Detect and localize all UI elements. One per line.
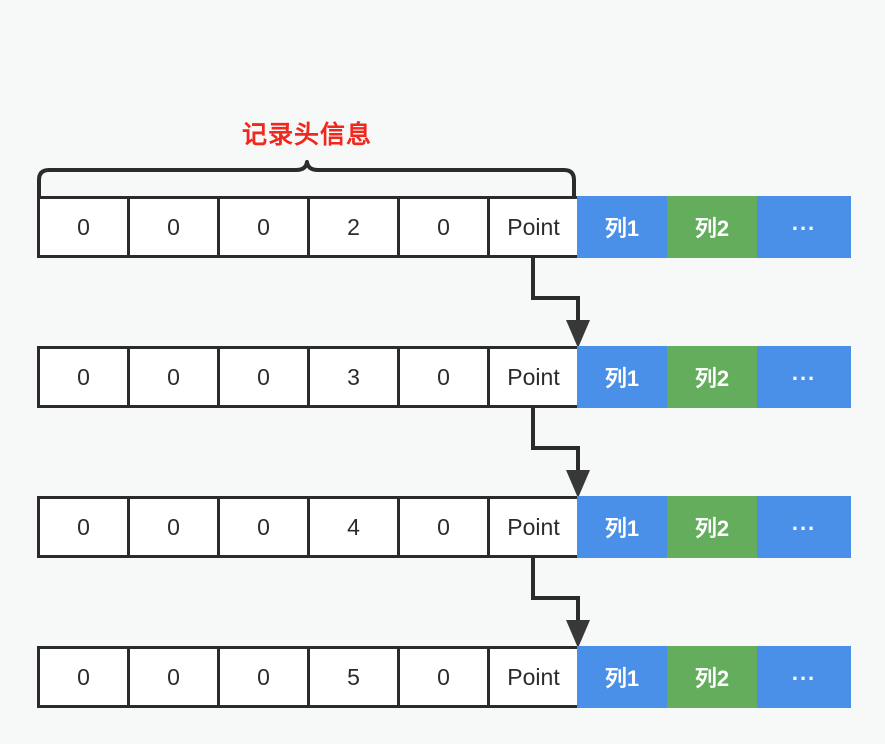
header-cell: 0 bbox=[37, 496, 127, 558]
header-cell-pointer: Point bbox=[487, 496, 577, 558]
column-cell: 列1 bbox=[577, 646, 667, 708]
header-cell-delete-mark: 2 bbox=[307, 196, 397, 258]
table-row: 0 0 0 4 0 Point 列1 列2 ... bbox=[37, 496, 851, 558]
column-cell: 列2 bbox=[667, 496, 757, 558]
pointer-connector-1 bbox=[531, 256, 590, 348]
header-cell-pointer: Point bbox=[487, 646, 577, 708]
header-cell: 0 bbox=[397, 346, 487, 408]
header-cell-delete-mark: 3 bbox=[307, 346, 397, 408]
table-row: 0 0 0 3 0 Point 列1 列2 ... bbox=[37, 346, 851, 408]
header-cell: 0 bbox=[217, 646, 307, 708]
header-cell: 0 bbox=[37, 346, 127, 408]
header-cell: 0 bbox=[217, 196, 307, 258]
column-cell: 列2 bbox=[667, 346, 757, 408]
column-cell: 列2 bbox=[667, 196, 757, 258]
column-cell-ellipsis: ... bbox=[757, 196, 851, 258]
header-cell-pointer: Point bbox=[487, 196, 577, 258]
header-cell-delete-mark: 5 bbox=[307, 646, 397, 708]
pointer-connector-3 bbox=[531, 556, 590, 648]
column-cell: 列1 bbox=[577, 346, 667, 408]
header-cell: 0 bbox=[127, 646, 217, 708]
header-cell: 0 bbox=[127, 346, 217, 408]
header-cell: 0 bbox=[397, 646, 487, 708]
header-cell: 0 bbox=[37, 196, 127, 258]
column-cell-ellipsis: ... bbox=[757, 646, 851, 708]
pointer-connector-2 bbox=[531, 406, 590, 498]
header-cell: 0 bbox=[397, 196, 487, 258]
header-cell: 0 bbox=[127, 196, 217, 258]
column-cell: 列1 bbox=[577, 196, 667, 258]
column-cell-ellipsis: ... bbox=[757, 346, 851, 408]
header-cell: 0 bbox=[397, 496, 487, 558]
header-cell: 0 bbox=[217, 496, 307, 558]
table-row: 0 0 0 5 0 Point 列1 列2 ... bbox=[37, 646, 851, 708]
record-header-label: 记录头信息 bbox=[241, 121, 372, 149]
header-cell: 0 bbox=[217, 346, 307, 408]
table-row: 0 0 0 2 0 Point 列1 列2 ... bbox=[37, 196, 851, 258]
column-cell-ellipsis: ... bbox=[757, 496, 851, 558]
header-cell-pointer: Point bbox=[487, 346, 577, 408]
header-group-brace bbox=[37, 160, 576, 200]
header-cell: 0 bbox=[127, 496, 217, 558]
column-cell: 列1 bbox=[577, 496, 667, 558]
header-cell: 0 bbox=[37, 646, 127, 708]
header-cell-delete-mark: 4 bbox=[307, 496, 397, 558]
column-cell: 列2 bbox=[667, 646, 757, 708]
